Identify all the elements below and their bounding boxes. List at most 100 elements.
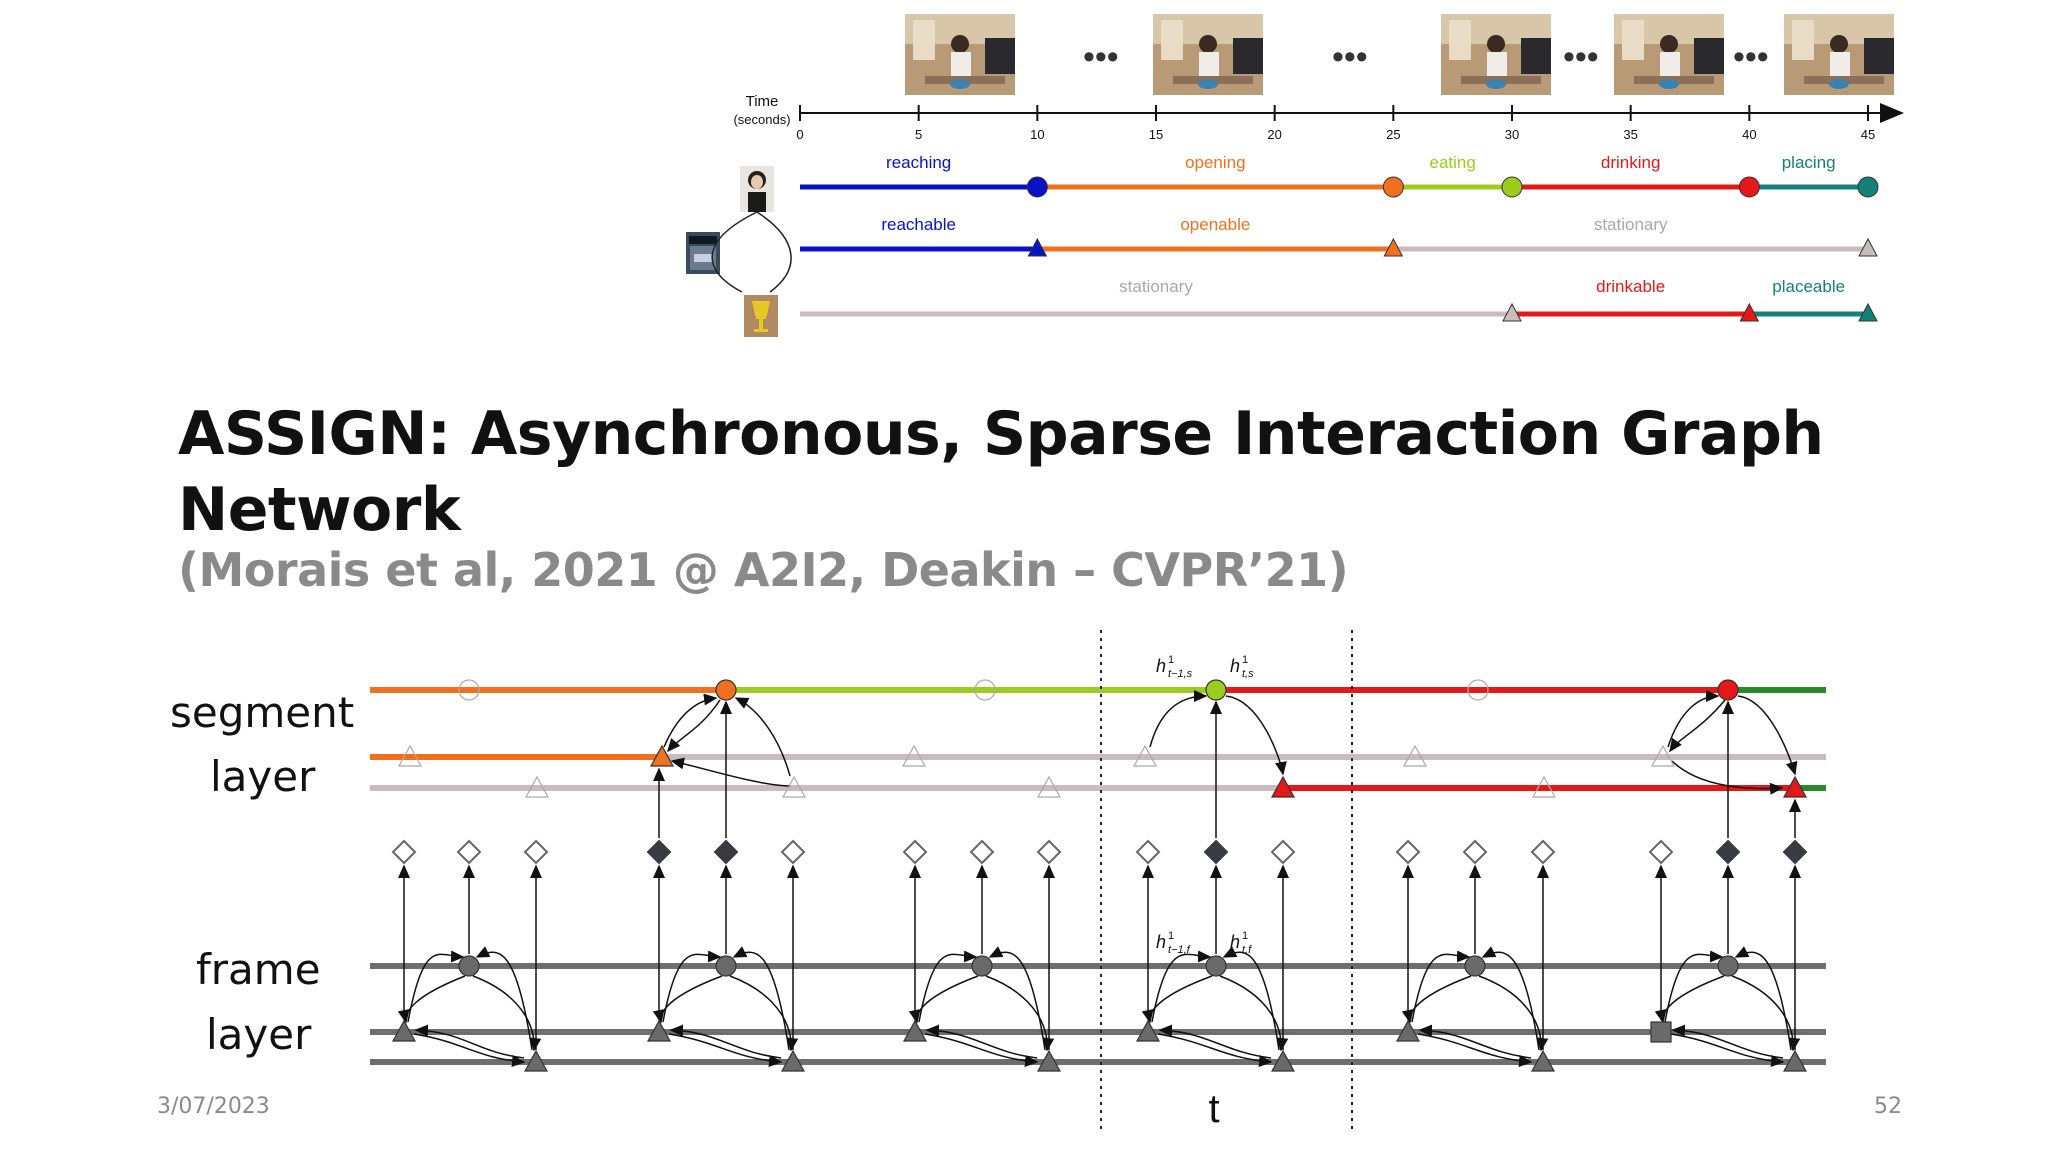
segment-node-inactive xyxy=(1402,744,1428,767)
graph-edge xyxy=(1157,1033,1273,1067)
timeline-segment-label: drinking xyxy=(1601,153,1661,172)
graph-edge xyxy=(667,699,721,753)
svg-text:t−1,s: t−1,s xyxy=(1168,668,1193,680)
frame-node-object xyxy=(523,1049,549,1072)
graph-edge xyxy=(1669,699,1726,753)
timeline-segment-label: reachable xyxy=(881,215,956,234)
graph-nodes xyxy=(391,679,1808,1072)
video-frame-thumbnail xyxy=(905,14,1015,95)
frame-layer-label-line1: frame xyxy=(196,945,321,994)
graph-edge xyxy=(1478,975,1549,1052)
time-axis-unit-label: (seconds) xyxy=(733,112,790,127)
input-feature-node xyxy=(902,839,928,865)
frame-node-object xyxy=(902,1019,928,1042)
video-frame-thumbnail xyxy=(1784,14,1894,95)
input-feature-node xyxy=(1462,839,1488,865)
video-frame-thumbnail xyxy=(1153,14,1263,95)
timeline-segment-label: drinkable xyxy=(1596,277,1665,296)
cup-icon xyxy=(744,295,778,337)
ellipsis-icon: ••• xyxy=(1563,38,1599,76)
graph-edge xyxy=(662,950,722,1023)
svg-text:h: h xyxy=(1156,932,1166,952)
graph-edge xyxy=(924,1033,1039,1067)
input-feature-node xyxy=(1270,839,1296,865)
time-tick-label: 40 xyxy=(1742,127,1756,142)
time-tick-label: 30 xyxy=(1505,127,1519,142)
segment-node-active xyxy=(1782,775,1808,798)
graph-edge xyxy=(729,975,799,1052)
graph-edges xyxy=(397,690,1801,1067)
graph-edge xyxy=(668,1033,783,1067)
graph-edge xyxy=(414,1024,525,1059)
graph-edge xyxy=(734,697,791,777)
graph-edge xyxy=(1654,975,1725,1024)
input-feature-node xyxy=(1135,839,1161,865)
graph-edge xyxy=(1671,1024,1784,1059)
segment-node-inactive xyxy=(1036,775,1062,798)
hidden-state-label-current-segment: h 1 t,s xyxy=(1230,654,1254,680)
segment-boundary-node xyxy=(1857,176,1879,198)
segment-node-inactive xyxy=(524,775,550,798)
hidden-state-label-current-frame: h 1 t,f xyxy=(1230,930,1252,956)
input-feature-node xyxy=(456,839,482,865)
svg-text:•••: ••• xyxy=(1563,38,1599,76)
input-feature-node-active xyxy=(1203,839,1229,865)
svg-text:1: 1 xyxy=(1168,930,1174,942)
segment-boundary-node xyxy=(1027,237,1048,257)
timeline-segment-label: reaching xyxy=(886,153,951,172)
segment-node-inactive xyxy=(974,679,996,701)
time-tick-label: 0 xyxy=(796,127,803,142)
graph-edge xyxy=(407,950,465,1023)
time-tick-label: 10 xyxy=(1030,127,1044,142)
hidden-state-label-prev-segment: h 1 t−1,s xyxy=(1156,654,1193,680)
svg-text:1: 1 xyxy=(1242,930,1248,942)
video-frame-thumbnail xyxy=(1614,14,1724,95)
hidden-state-label-prev-frame: h 1 t−1,f xyxy=(1156,930,1191,956)
frame-node-object xyxy=(1530,1049,1556,1072)
timeline-segment-label: openable xyxy=(1180,215,1250,234)
frame-node-object xyxy=(391,1019,417,1042)
graph-edge xyxy=(1671,760,1784,795)
graph-edge xyxy=(663,693,718,748)
graph-edge xyxy=(413,1033,526,1067)
segment-node-inactive xyxy=(901,744,927,767)
frame-node-object xyxy=(1135,1019,1161,1042)
ellipsis-icon: ••• xyxy=(1083,38,1119,76)
graph-edge xyxy=(1417,1033,1533,1067)
segment-boundary-node xyxy=(1382,176,1404,198)
graph-edge xyxy=(1151,950,1212,1023)
segment-node-inactive xyxy=(1531,775,1557,798)
time-tick-label: 5 xyxy=(915,127,922,142)
graph-edge xyxy=(908,975,979,1024)
graph-edge xyxy=(1664,950,1724,1023)
graph-edge xyxy=(1418,1024,1532,1059)
graph-edge xyxy=(397,975,466,1024)
svg-text:h: h xyxy=(1156,656,1166,676)
time-tick-label: 25 xyxy=(1386,127,1400,142)
segment-node-active xyxy=(649,744,675,767)
frame-node-object xyxy=(1782,1049,1808,1072)
graph-edge xyxy=(1667,690,1720,748)
input-feature-node xyxy=(391,839,417,865)
assign-graph-figure: h 1 t−1,s h 1 t,s h 1 t−1,f h 1 t,f t xyxy=(370,630,1826,1131)
frame-node-object xyxy=(1270,1049,1296,1072)
segment-node-inactive xyxy=(781,775,807,798)
time-tick-label: 35 xyxy=(1623,127,1637,142)
input-feature-node xyxy=(1648,839,1674,865)
svg-text:t−1,f: t−1,f xyxy=(1168,944,1191,956)
svg-text:t,s: t,s xyxy=(1242,668,1254,680)
segment-boundary-node xyxy=(1739,302,1760,322)
graph-edge xyxy=(472,975,542,1052)
segment-boundary-node xyxy=(1502,302,1522,322)
input-feature-node-active xyxy=(1782,839,1808,865)
timeline-segment-label: opening xyxy=(1185,153,1246,172)
frame-node-human xyxy=(1464,955,1486,977)
segment-layer-label-line2: layer xyxy=(210,752,316,801)
graph-edge xyxy=(1670,1033,1785,1067)
footer-date: 3/07/2023 xyxy=(157,1094,270,1119)
frame-node-human xyxy=(1205,955,1227,977)
graph-edge xyxy=(670,757,791,787)
input-feature-node xyxy=(523,839,549,865)
input-feature-node xyxy=(969,839,995,865)
